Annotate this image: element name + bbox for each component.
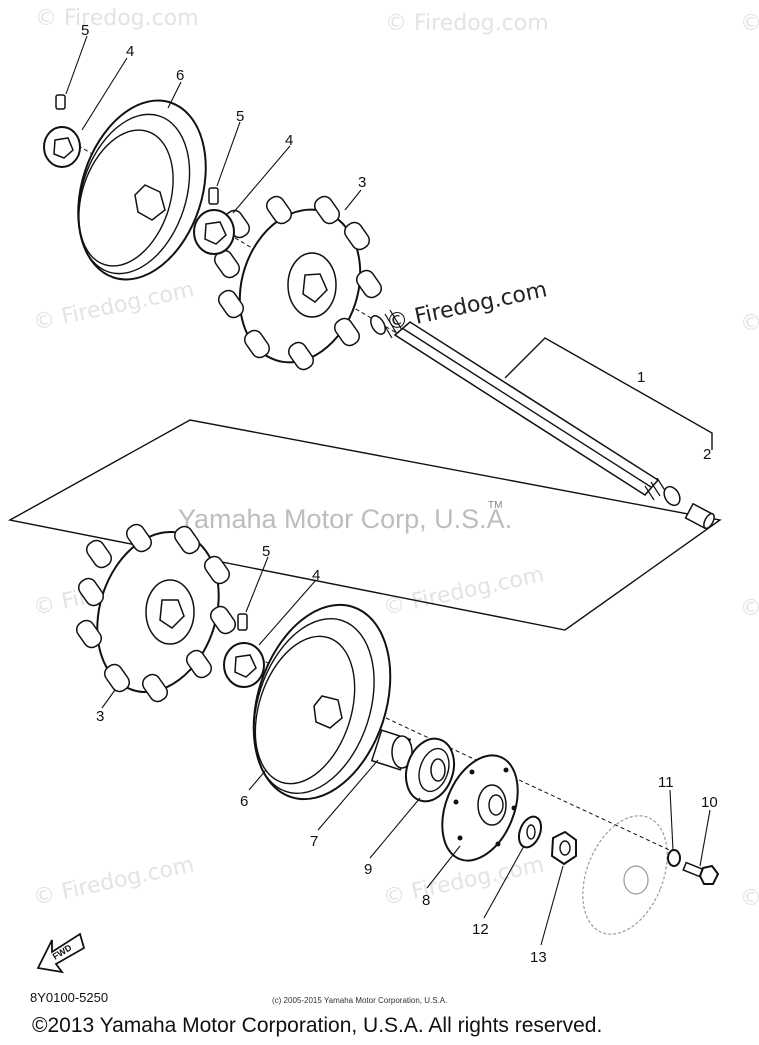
upper-inner-collar bbox=[193, 209, 235, 255]
leader-lines bbox=[65, 35, 711, 946]
bearing-flange bbox=[441, 754, 519, 862]
lower-collar bbox=[223, 642, 265, 688]
trademark-mark: TM bbox=[488, 500, 502, 511]
upper-sprocket bbox=[213, 195, 383, 371]
washer bbox=[517, 815, 543, 849]
watermark-company: Yamaha Motor Corp, U.S.A. bbox=[178, 504, 512, 534]
drive-shaft bbox=[370, 309, 681, 507]
label-part-6-upper: 6 bbox=[176, 67, 184, 84]
watermark-text: © Firedog.com bbox=[35, 6, 199, 31]
assembly-outline bbox=[7, 419, 722, 631]
upper-idler-wheel bbox=[77, 99, 207, 281]
label-part-2: 2 bbox=[703, 446, 711, 463]
lock-nut bbox=[550, 830, 577, 866]
bearing bbox=[404, 737, 456, 803]
watermark-text: © Firedog.com bbox=[381, 562, 546, 620]
label-part-8: 8 bbox=[422, 892, 430, 909]
watermark-text: © Firedog.com bbox=[31, 277, 196, 335]
small-washer bbox=[667, 849, 681, 867]
watermark-text: © Firedog.com bbox=[740, 886, 759, 911]
shaft-bracket bbox=[504, 337, 713, 450]
watermark-text: © Firedog.com bbox=[31, 852, 196, 910]
lower-sprocket bbox=[75, 523, 237, 703]
label-part-11: 11 bbox=[658, 774, 674, 791]
label-part-6-lower: 6 bbox=[240, 793, 248, 810]
label-part-5: 5 bbox=[236, 108, 244, 125]
lower-set-screw bbox=[237, 613, 248, 631]
watermark-text: © Firedog.com bbox=[740, 11, 759, 36]
label-part-9: 9 bbox=[364, 861, 372, 878]
label-part-12: 12 bbox=[472, 921, 489, 938]
footer-copyright: ©2013 Yamaha Motor Corporation, U.S.A. A… bbox=[32, 1014, 603, 1037]
label-part-13: 13 bbox=[530, 949, 547, 966]
watermark-text: © Firedog.com bbox=[385, 11, 549, 36]
diagram-code: 8Y0100-5250 bbox=[30, 990, 109, 1005]
small-copyright: (c) 2005-2015 Yamaha Motor Corporation, … bbox=[272, 996, 448, 1005]
lower-idler-wheel bbox=[252, 603, 392, 801]
watermark-text: © Firedog.com bbox=[740, 311, 759, 336]
label-part-5: 5 bbox=[262, 543, 270, 560]
label-part-4: 4 bbox=[312, 567, 320, 584]
spacer-collar bbox=[370, 729, 413, 771]
chassis-plate-ghost bbox=[582, 815, 668, 935]
hex-bolt bbox=[682, 861, 720, 885]
upper-outer-set-screw bbox=[55, 94, 66, 110]
label-part-10: 10 bbox=[701, 794, 718, 811]
label-part-1: 1 bbox=[637, 369, 645, 386]
shaft-end-plug bbox=[684, 502, 715, 530]
label-part-4: 4 bbox=[285, 132, 293, 149]
part-labels: 1 2 3 3 4 4 4 5 5 5 6 6 7 8 9 10 11 12 1… bbox=[81, 22, 718, 966]
label-part-3-lower: 3 bbox=[96, 708, 104, 725]
label-part-4: 4 bbox=[126, 43, 134, 60]
watermark-text: © Firedog.com bbox=[740, 596, 759, 621]
label-part-3-upper: 3 bbox=[358, 174, 366, 191]
forward-direction-arrow: FWD bbox=[36, 932, 86, 974]
label-part-5: 5 bbox=[81, 22, 89, 39]
upper-inner-set-screw bbox=[208, 187, 219, 205]
label-part-7: 7 bbox=[310, 833, 318, 850]
upper-outer-collar bbox=[43, 126, 81, 168]
